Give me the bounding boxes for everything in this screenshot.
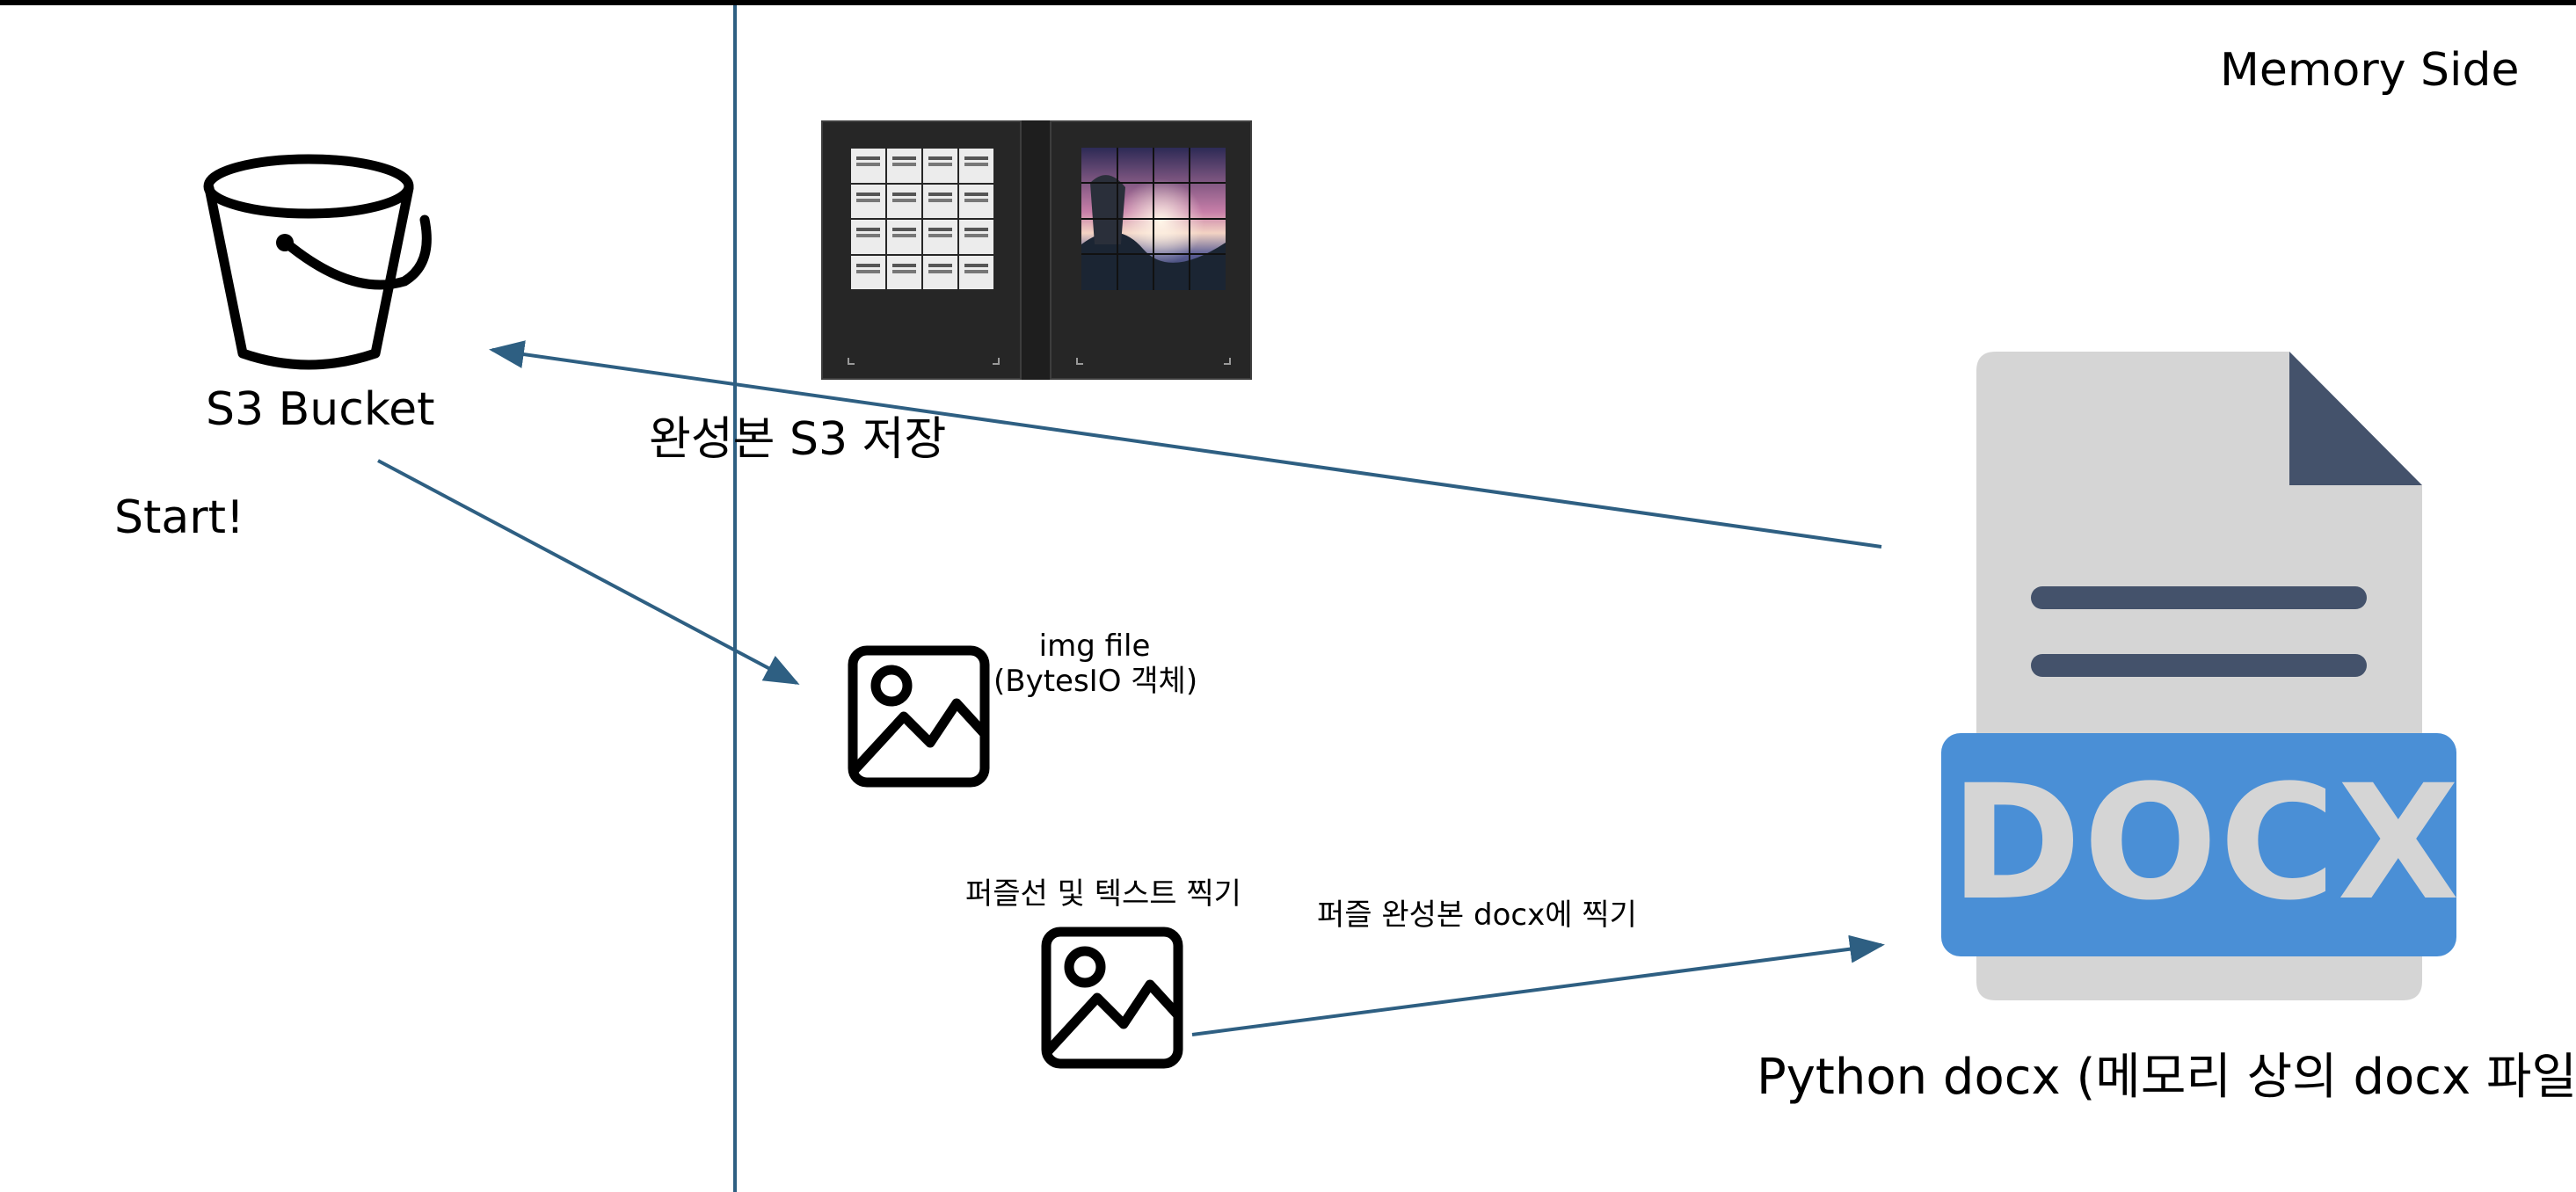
vertical-divider	[733, 5, 737, 1192]
python-docx-label: Python docx (메모리 상의 docx 파일)	[1757, 1049, 2576, 1106]
arrow-img-to-docx	[1191, 934, 1885, 1036]
memory-side-label: Memory Side	[2220, 44, 2520, 97]
docx-badge: DOCX	[1950, 752, 2462, 935]
s3-save-label: 완성본 S3 저장	[649, 413, 947, 466]
text-puzzle-preview	[821, 120, 1022, 380]
image-puzzle-preview	[1050, 120, 1252, 380]
puzzle-lines-label: 퍼즐선 및 텍스트 찍기	[965, 876, 1241, 912]
img-file-label: img file (BytesIO 객체)	[993, 629, 1198, 699]
puzzle-preview	[821, 120, 1252, 380]
start-label: Start!	[114, 491, 244, 544]
top-border	[0, 0, 2576, 5]
puzzle-docx-label: 퍼즐 완성본 docx에 찍기	[1317, 898, 1637, 933]
s3-bucket-label: S3 Bucket	[206, 383, 435, 436]
